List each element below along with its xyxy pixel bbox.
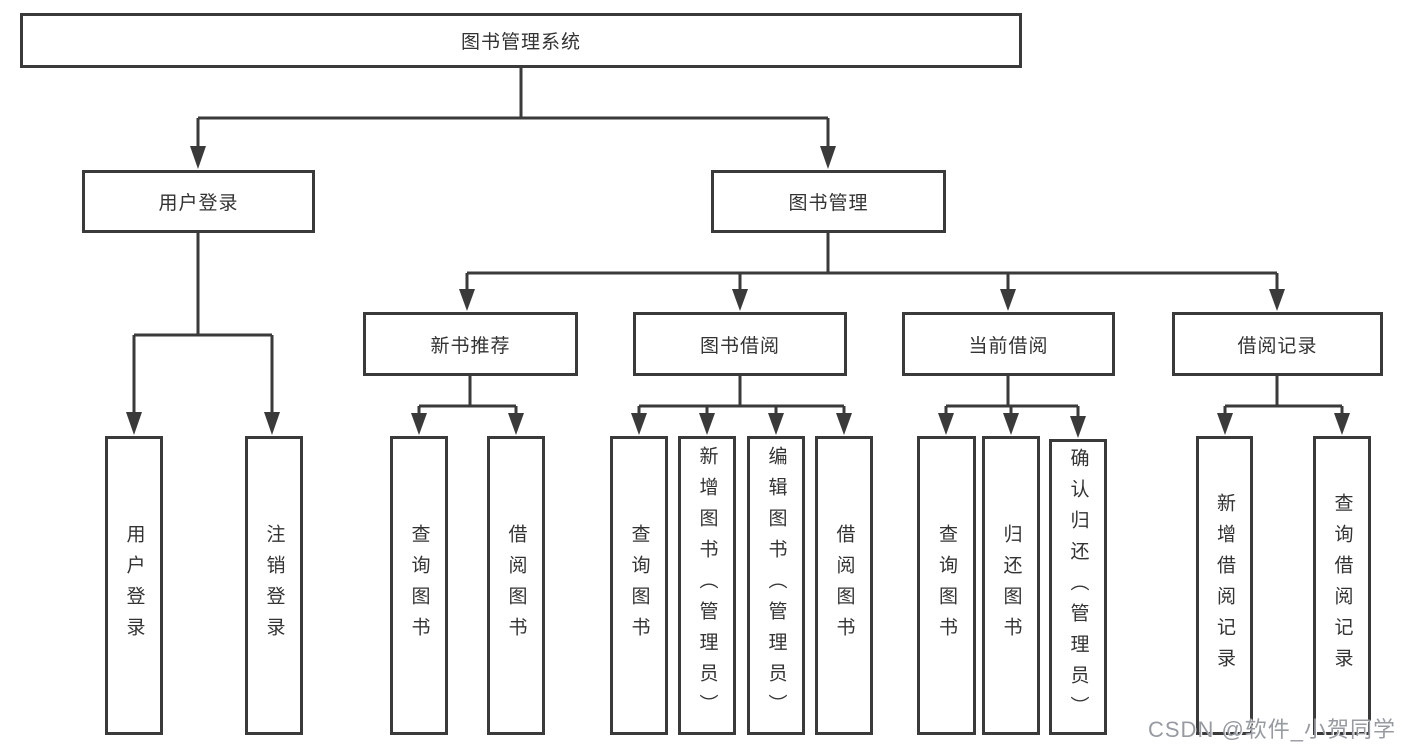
connector-borrow <box>637 376 846 415</box>
leaf-current-query-book-label: 查询图书 <box>936 523 957 648</box>
leaf-user-login-label: 用户登录 <box>123 523 145 648</box>
leaf-confirm-return-admin-label: 确认归还（管理员） <box>1067 447 1089 727</box>
arrowhead <box>820 146 836 169</box>
node-borrow-records-label: 借阅记录 <box>1237 335 1318 357</box>
leaf-add-borrow-record-label: 新增借阅记录 <box>1214 492 1235 679</box>
node-user-login-label: 用户登录 <box>158 193 239 214</box>
leaf-logout: 注销登录 <box>245 436 303 735</box>
leaf-newrec-query-book: 查询图书 <box>390 436 448 735</box>
arrowhead <box>1269 289 1285 311</box>
arrowhead <box>768 413 784 435</box>
arrowhead <box>631 413 647 435</box>
node-new-book-rec: 新书推荐 <box>363 312 578 376</box>
leaf-borrow-query-book-label: 查询图书 <box>628 523 650 648</box>
connector-root <box>196 68 830 148</box>
node-new-book-rec-label: 新书推荐 <box>430 335 511 357</box>
leaf-user-login: 用户登录 <box>105 436 163 735</box>
arrowhead <box>836 413 852 435</box>
arrowhead <box>1070 416 1086 438</box>
leaf-edit-book-admin-label: 编辑图书（管理员） <box>765 446 787 725</box>
leaf-confirm-return-admin: 确认归还（管理员） <box>1049 439 1107 735</box>
leaf-return-book: 归还图书 <box>982 436 1040 735</box>
connector-user-login <box>132 233 274 414</box>
arrowhead <box>264 412 280 435</box>
arrowhead <box>411 413 427 435</box>
arrowhead <box>1003 413 1019 435</box>
arrowhead <box>190 146 206 169</box>
leaf-query-borrow-record: 查询借阅记录 <box>1313 436 1371 735</box>
connector-book-mgmt <box>465 233 1279 291</box>
arrowhead <box>508 413 524 435</box>
arrowhead <box>1334 413 1350 435</box>
arrowhead <box>699 413 715 435</box>
node-current-borrow: 当前借阅 <box>902 312 1115 376</box>
leaf-newrec-borrow-book: 借阅图书 <box>487 436 545 735</box>
leaf-borrow-book: 借阅图书 <box>815 436 873 735</box>
node-book-borrow: 图书借阅 <box>633 312 847 376</box>
connector-current <box>944 376 1080 418</box>
arrowhead <box>459 289 475 311</box>
leaf-newrec-query-book-label: 查询图书 <box>408 523 430 648</box>
leaf-logout-label: 注销登录 <box>263 523 285 648</box>
leaf-current-query-book: 查询图书 <box>917 436 976 735</box>
connector-new-book <box>417 376 518 415</box>
node-root-label: 图书管理系统 <box>460 32 581 53</box>
leaf-borrow-book-label: 借阅图书 <box>833 523 855 648</box>
leaf-borrow-query-book: 查询图书 <box>610 436 668 735</box>
leaf-return-book-label: 归还图书 <box>1000 523 1022 648</box>
leaf-add-book-admin: 新增图书（管理员） <box>678 436 736 735</box>
connector-records <box>1223 376 1344 415</box>
node-book-borrow-label: 图书借阅 <box>699 335 780 357</box>
leaf-add-borrow-record: 新增借阅记录 <box>1196 436 1253 735</box>
node-user-login: 用户登录 <box>82 170 315 233</box>
node-book-mgmt-label: 图书管理 <box>788 193 869 214</box>
arrowhead <box>1217 413 1233 435</box>
node-book-mgmt: 图书管理 <box>711 170 946 233</box>
node-root: 图书管理系统 <box>20 13 1022 68</box>
arrowhead <box>732 289 748 311</box>
node-borrow-records: 借阅记录 <box>1172 312 1383 376</box>
arrowhead <box>1000 289 1016 311</box>
watermark: CSDN @软件_小贺同学 <box>1148 717 1397 742</box>
arrowhead <box>938 413 954 435</box>
leaf-edit-book-admin: 编辑图书（管理员） <box>747 436 805 735</box>
leaf-query-borrow-record-label: 查询借阅记录 <box>1331 492 1353 679</box>
leaf-add-book-admin-label: 新增图书（管理员） <box>696 446 718 725</box>
arrowhead <box>126 412 142 435</box>
leaf-newrec-borrow-book-label: 借阅图书 <box>505 523 527 648</box>
node-current-borrow-label: 当前借阅 <box>968 335 1049 357</box>
